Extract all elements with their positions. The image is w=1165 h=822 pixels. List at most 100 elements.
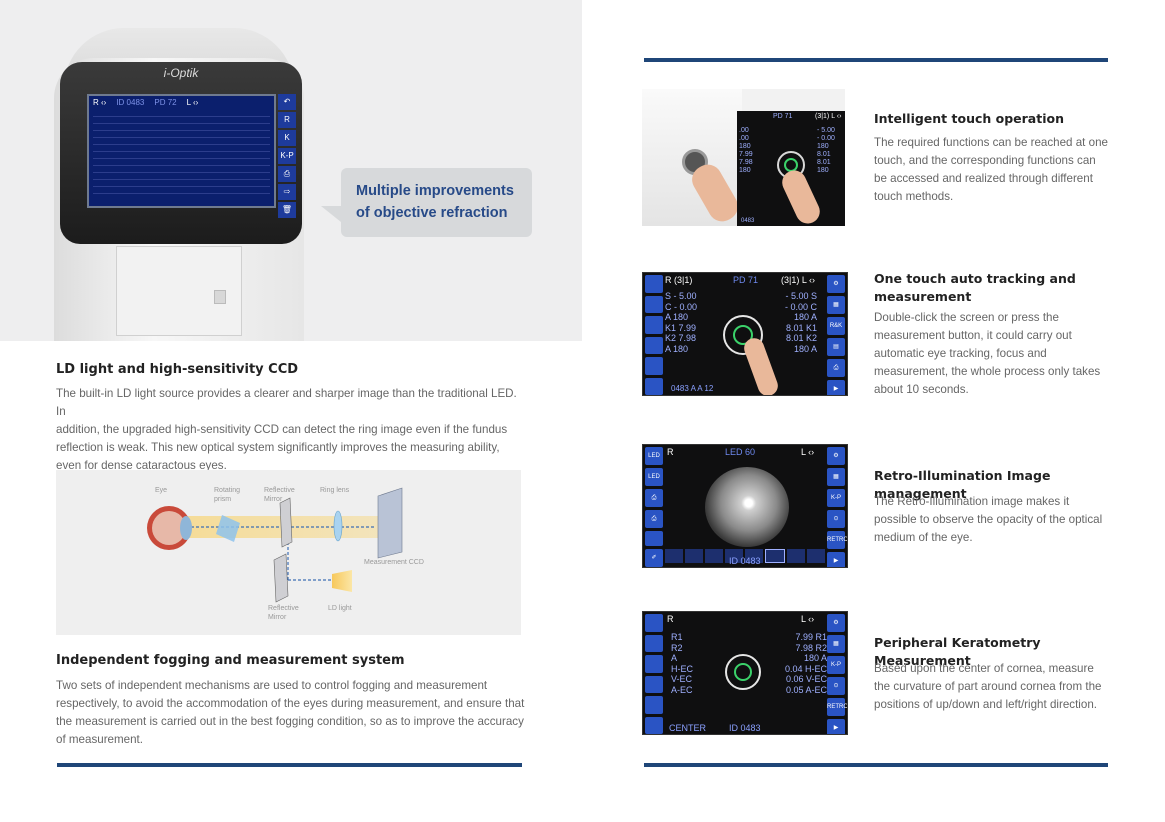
peripheral-left-toolbar (645, 614, 663, 734)
heading-line: One touch auto tracking and (874, 271, 1076, 286)
text-line: respectively, to avoid the accommodation… (56, 697, 525, 710)
mini-value: - 0.00 (817, 135, 835, 142)
retro-button: RETRO (827, 698, 847, 716)
tracking-screen: R (3|1) PD 71 (3|1) L ‹› S - 5.00 C - 0.… (642, 272, 848, 396)
feature-heading-touch: Intelligent touch operation (874, 111, 1064, 126)
value-row: 0.05 A-EC (785, 684, 827, 695)
text-line: be accessed and realized through differe… (874, 172, 1093, 185)
mini-value: 180 (817, 167, 829, 174)
measurement-ccd-icon (377, 487, 403, 559)
heading-line: measurement (874, 289, 972, 304)
callout-text: Multiple improvements of objective refra… (356, 183, 514, 221)
retro-left-toolbar: LED LED ⎙ ⎙ ✐ (645, 447, 663, 567)
device-slot (214, 290, 226, 304)
tracking-right-values: - 5.00 S - 0.00 C 180 A 8.01 K1 8.01 K2 … (785, 291, 817, 354)
text-line: The Retro-Illumination image makes it (874, 495, 1070, 508)
peripheral-center-label: CENTER (669, 723, 707, 733)
blank-button (645, 531, 663, 546)
tracking-right-toolbar: ⚙ ▦ R&K ▤ ⎙ ▶ (827, 275, 845, 395)
play-icon: ▶ (827, 552, 845, 567)
text-line: touch methods. (874, 190, 954, 203)
peripheral-ring-icon (725, 654, 761, 690)
text-line: The built-in LD light source provides a … (56, 387, 517, 418)
value-row: 180 A (803, 653, 827, 663)
device-screen: R ‹› ID 0483 PD 72 L ‹› (87, 94, 276, 208)
tracking-pd: PD 71 (733, 275, 759, 285)
feature-text-retro: The Retro-Illumination image makes it po… (874, 493, 1114, 547)
value-row: H-EC (671, 663, 693, 674)
eye-cornea (180, 516, 192, 540)
screen-print-icon: ⎙ (278, 166, 296, 182)
retro-left-label: R (667, 447, 674, 457)
grid-icon: ▦ (827, 296, 845, 314)
value-row: A-EC (671, 684, 693, 695)
tracking-right-label: (3|1) L ‹› (781, 275, 816, 285)
retro-led-level: LED 60 (725, 447, 756, 457)
retro-pupil-image (705, 467, 789, 547)
text-line: possible to observe the opacity of the o… (874, 513, 1103, 526)
text-line: reflection is weak. This new optical sys… (56, 441, 500, 454)
text-line: touch, and the corresponding functions c… (874, 154, 1096, 167)
value-row: 8.01 K1 (785, 322, 818, 333)
grid-icon: ▦ (827, 468, 845, 486)
peripheral-right-toolbar: ⚙ ▦ K-P ⊙ RETRO ▶ (827, 614, 847, 734)
feature-heading-tracking: One touch auto tracking and measurement (874, 270, 1114, 306)
mini-value: 180 (739, 143, 751, 150)
optical-system-diagram: Eye Rotating prism Reflective Mirror Rin… (56, 470, 521, 635)
screen-export-icon: ⇨ (278, 184, 296, 200)
tracking-center-icon (733, 325, 753, 345)
kp-button: K-P (827, 489, 845, 507)
finger-icon (741, 335, 781, 395)
mini-pd: PD 71 (773, 113, 793, 120)
text-line: measurement, the whole process only take… (874, 365, 1101, 378)
bottom-rule-left (57, 763, 522, 767)
mini-value: 8.01 (817, 151, 831, 158)
retro-illumination-screen: LED LED ⎙ ⎙ ✐ R LED 60 L ‹› ID 0483 ⚙ ▦ … (642, 444, 848, 568)
mini-value: .00 (739, 135, 749, 142)
section-heading-ld-ccd: LD light and high-sensitivity CCD (56, 362, 299, 377)
value-row: 8.01 K2 (785, 333, 818, 343)
bottom-rule-right (644, 763, 1108, 767)
screen-trash-icon: 🗑 (278, 202, 296, 218)
screen-kp-button: K-P (278, 148, 296, 164)
value-row: 180 A (793, 343, 818, 354)
ring-lens-icon (333, 510, 343, 542)
eye-inner (152, 511, 186, 545)
settings-icon: ⚙ (827, 275, 845, 293)
text-line: positions of up/down and left/right dire… (874, 698, 1097, 711)
list-icon: ▤ (827, 338, 845, 356)
text-line: the measurement is carried out in the be… (56, 715, 524, 728)
edit-icon: ✐ (645, 549, 663, 567)
callout-bubble: Multiple improvements of objective refra… (321, 168, 532, 237)
screen-eye-right: R ‹› (93, 97, 107, 107)
text-line: about 10 seconds. (874, 383, 969, 396)
mini-value: .00 (739, 127, 749, 134)
feature-text-touch: The required functions can be reached at… (874, 134, 1114, 206)
top-rule-right (644, 58, 1108, 62)
label-measurement-ccd: Measurement CCD (364, 559, 424, 566)
retro-right-toolbar: ⚙ ▦ K-P ⊙ RETRO ▶ (827, 447, 847, 567)
value-row: 180 A (793, 312, 818, 322)
rotating-prism-icon (216, 515, 240, 542)
text-line: addition, the upgraded high-sensitivity … (56, 423, 508, 436)
screen-measurement-rows (89, 108, 274, 196)
value-row: K1 7.99 (665, 322, 697, 333)
reflective-mirror-bottom-icon (273, 553, 289, 603)
label-rotating-prism: Rotating prism (214, 487, 241, 503)
value-row: V-EC (671, 674, 693, 684)
text-line: medium of the eye. (874, 531, 973, 544)
touch-screen-mini: PD 71 (3|1) L ‹› .00 .00 180 7.99 7.98 1… (737, 111, 845, 226)
value-row: 7.98 R2 (795, 642, 827, 653)
mini-value: 7.98 (739, 159, 753, 166)
value-row: 0.04 H-EC (784, 663, 827, 674)
screen-undo-button: ↶ (278, 94, 296, 110)
optical-diagram-drawing (147, 487, 403, 603)
text-line: measurement button, it could carry out (874, 329, 1072, 342)
label-eye: Eye (155, 487, 168, 494)
mini-value: 180 (817, 143, 829, 150)
reflective-mirror-top-icon (279, 497, 293, 548)
retro-id: ID 0483 (729, 556, 761, 566)
autorefractor-device-image: i-Optik R ‹› ID 0483 PD 72 L ‹› ↶ R K K-… (54, 28, 304, 341)
hero-panel: i-Optik R ‹› ID 0483 PD 72 L ‹› ↶ R K K-… (0, 0, 582, 341)
peripheral-keratometry-screen: R L ‹› R1 R2 A H-EC V-EC A-EC 7.99 R1 7.… (642, 611, 848, 735)
